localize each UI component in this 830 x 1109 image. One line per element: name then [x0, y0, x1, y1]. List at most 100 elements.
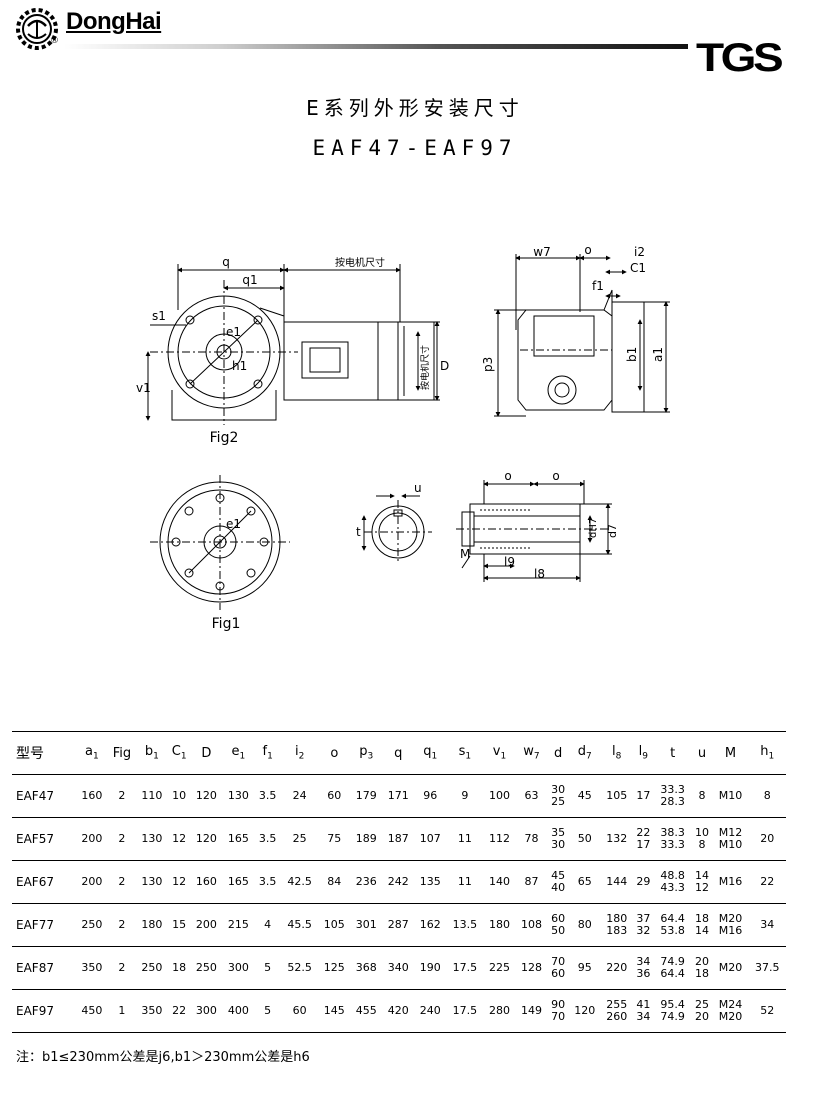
column-header-sub: 1: [239, 751, 246, 762]
table-cell-value: 40: [551, 881, 566, 894]
dim-w7-label: w7: [533, 245, 550, 259]
table-cell: 165: [222, 860, 255, 904]
table-cell: 250: [190, 946, 223, 990]
table-cell: 3.5: [254, 774, 281, 818]
table-cell: 2: [107, 774, 136, 818]
dim-o-label: o: [584, 243, 591, 257]
table-cell: 15: [167, 903, 191, 947]
table-cell: 17.5: [446, 946, 484, 990]
table-cell-value: 10: [694, 826, 709, 839]
column-header-sub: 1: [267, 751, 273, 762]
dim-c1-label: C1: [630, 261, 646, 275]
table-cell: 20: [748, 817, 786, 861]
column-header-sub: 1: [500, 751, 507, 762]
dim-M-label: M: [460, 547, 470, 561]
table-cell: 24: [281, 774, 319, 818]
column-header-main: b: [144, 744, 154, 760]
table-cell: 250: [75, 903, 108, 947]
column-header-sub: 2: [298, 751, 305, 762]
table-cell: 5: [254, 989, 281, 1033]
dim-q-label: q: [222, 255, 230, 269]
table-cell-value: 70: [551, 955, 566, 968]
table-cell: 455: [350, 989, 383, 1033]
dim-l9-label: l9: [504, 555, 515, 569]
table-cell-value: 74.9: [660, 955, 685, 968]
table-cell: 130: [135, 860, 168, 904]
tolerance-footnote: 注：b1≤230mm公差是j6,b1＞230mm公差是h6: [16, 1050, 310, 1065]
table-cell: 200: [75, 817, 108, 861]
table-cell: 13.5: [446, 903, 484, 947]
column-header-sub: 1: [180, 751, 187, 762]
table-cell: 18: [167, 946, 191, 990]
table-cell: 400: [222, 989, 255, 1033]
table-cell-value: 8: [698, 838, 706, 851]
header-gradient-rule: [64, 44, 688, 49]
table-cell: 350: [75, 946, 108, 990]
fig2-drawing: [145, 264, 440, 425]
column-header: d7: [568, 731, 601, 775]
table-cell-value: M12: [718, 826, 743, 839]
column-header: w7: [515, 731, 548, 775]
column-header: d: [547, 731, 569, 775]
dim-o-right-label: o: [552, 469, 559, 483]
table-cell: 120: [190, 774, 223, 818]
column-header: l9: [632, 731, 654, 775]
table-cell: 5: [254, 946, 281, 990]
page-title: E系列外形安装尺寸: [306, 96, 524, 120]
table-cell: 120: [568, 989, 601, 1033]
column-header-sub: 7: [586, 751, 592, 762]
table-cell: 240: [414, 989, 447, 1033]
column-header: b1: [135, 731, 168, 775]
table-cell: 280: [483, 989, 516, 1033]
table-cell: 3.5: [254, 817, 281, 861]
dim-v1-label: v1: [136, 381, 151, 395]
dim-u-label: u: [414, 481, 422, 495]
table-cell-value: M10: [718, 838, 743, 851]
column-header-main: C: [171, 744, 181, 760]
table-cell: EAF57: [12, 817, 76, 861]
table-cell-value: 33.3: [660, 838, 685, 851]
table-cell-value: 18: [694, 912, 709, 925]
dim-f1-label: f1: [592, 279, 604, 293]
column-header-sub: 8: [615, 751, 622, 762]
table-cell-value: 12: [694, 881, 709, 894]
column-header-sub: 1: [153, 751, 159, 762]
column-header-sub: 1: [465, 751, 472, 762]
table-cell: 140: [483, 860, 516, 904]
table-cell: 45.5: [281, 903, 319, 947]
table-cell-value: 64.4: [660, 967, 685, 980]
column-header: u: [691, 731, 713, 775]
table-cell: 65: [568, 860, 601, 904]
column-header-main: u: [697, 745, 707, 761]
table-cell-value: 53.8: [660, 924, 685, 937]
dim-h1-label: h1: [232, 359, 247, 373]
column-header-sub: 9: [642, 751, 649, 762]
table-cell: 2: [107, 946, 136, 990]
table-cell: 63: [515, 774, 548, 818]
fig1-e1-label: e1: [226, 517, 241, 531]
table-cell: 75: [318, 817, 351, 861]
table-cell: 50: [568, 817, 601, 861]
dim-s1-label: s1: [152, 309, 166, 323]
column-header-main: D: [201, 745, 212, 761]
table-cell: 110: [135, 774, 168, 818]
table-cell-value: 20: [694, 1010, 709, 1023]
table-cell: EAF47: [12, 774, 76, 818]
dim-o-left-label: o: [504, 469, 511, 483]
fig1-label: Fig1: [212, 616, 241, 632]
table-cell: 165: [222, 817, 255, 861]
table-cell: 368: [350, 946, 383, 990]
column-header-sub: 1: [93, 751, 99, 762]
column-header-main: w: [523, 744, 534, 760]
